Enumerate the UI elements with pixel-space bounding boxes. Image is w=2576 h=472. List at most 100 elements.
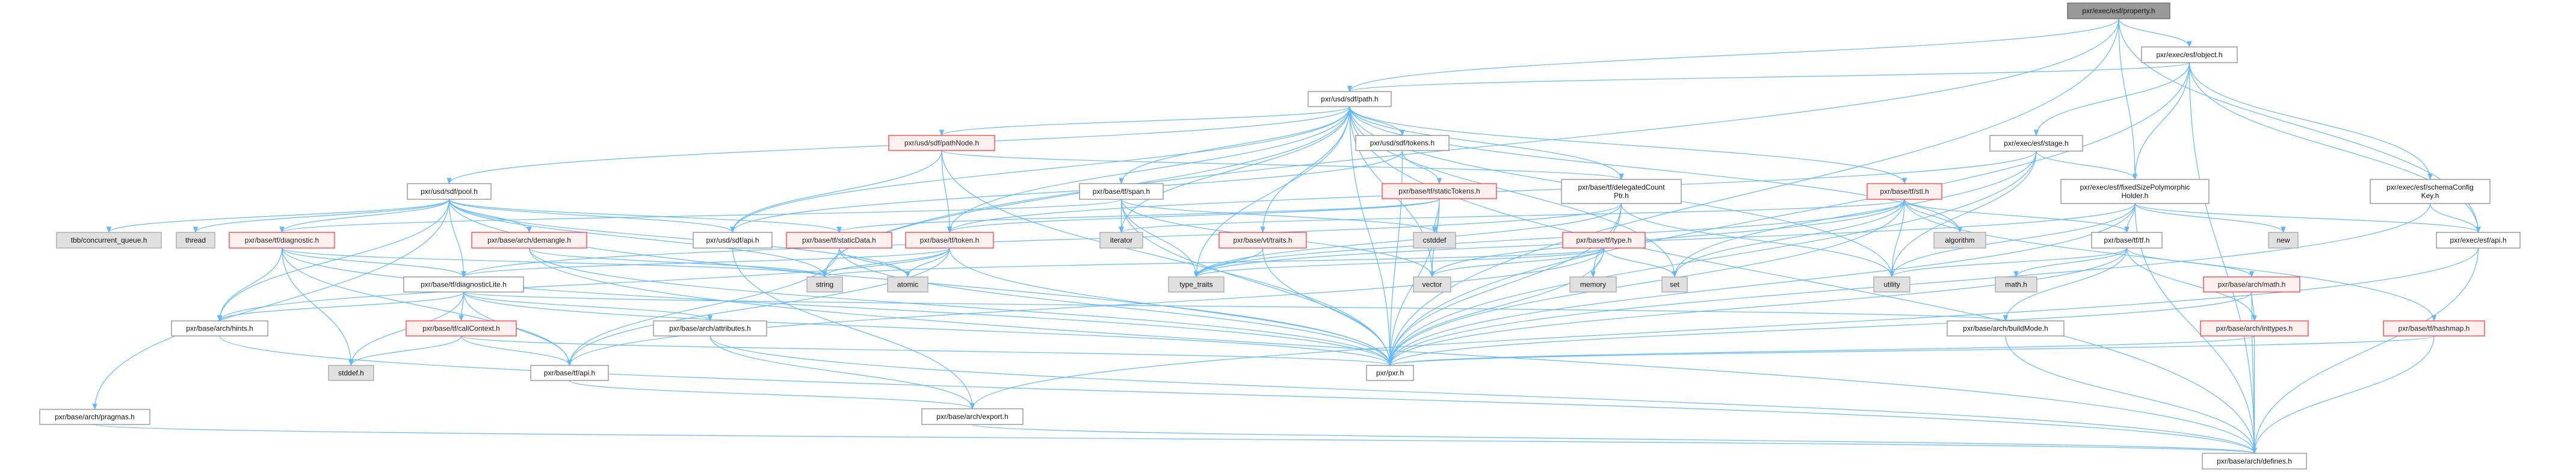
node-export[interactable]: pxr/base/arch/export.h — [921, 408, 1024, 425]
node-atomic[interactable]: atomic — [887, 276, 928, 293]
node-stddef[interactable]: stddef.h — [328, 365, 374, 381]
edge-token-to-pxr — [949, 247, 1393, 367]
edge-diagnostic-to-stddef — [281, 247, 354, 367]
node-tokens[interactable]: pxr/usd/sdf/tokens.h — [1355, 135, 1450, 151]
node-box — [2091, 232, 2163, 249]
node-algorithm[interactable]: algorithm — [1933, 232, 1986, 249]
edge-pool-to-pragmas — [92, 199, 450, 411]
edge-pool-to-diagnostic — [279, 199, 450, 234]
node-box — [471, 232, 587, 249]
node-label: pxr/usd/sdf/path.h — [1321, 95, 1378, 104]
edge-pool-to-diagLite — [448, 199, 466, 278]
edge-tfApi-to-export — [569, 380, 975, 410]
node-attributes[interactable]: pxr/base/arch/attributes.h — [653, 320, 767, 337]
edge-pool-to-string — [448, 199, 827, 278]
node-box — [693, 232, 773, 249]
node-vtTraits[interactable]: pxr/base/vt/traits.h — [1219, 232, 1307, 249]
node-box — [2436, 232, 2521, 249]
edge-span-to-diagnostic — [279, 199, 1122, 234]
edge-path-to-delegated — [1349, 106, 1624, 181]
node-label: thread — [185, 236, 206, 244]
node-archMath[interactable]: pxr/base/arch/math.h — [2203, 276, 2300, 293]
edge-type-to-string — [822, 247, 1605, 278]
edge-tokens-to-sdfApi — [730, 150, 1403, 234]
node-sdfApi[interactable]: pxr/usd/sdf/api.h — [693, 232, 773, 249]
node-typeTraits[interactable]: type_traits — [1168, 276, 1225, 293]
node-tbb[interactable]: tbb/concurrent_queue.h — [56, 232, 162, 249]
node-label: pxr/base/tf/span.h — [1093, 187, 1150, 196]
edge-stl-to-algorithm — [1904, 199, 1963, 234]
node-new[interactable]: new — [2268, 232, 2299, 249]
node-pragmas[interactable]: pxr/base/arch/pragmas.h — [39, 409, 150, 425]
node-hashmap[interactable]: pxr/base/tf/hashmap.h — [2383, 320, 2485, 337]
node-label: vector — [1422, 281, 1442, 289]
node-box — [653, 320, 767, 337]
edge-path-to-iterator — [1119, 106, 1350, 234]
node-buildMode[interactable]: pxr/base/arch/buildMode.h — [1947, 320, 2065, 337]
edge-stl-to-vector — [1429, 199, 1905, 278]
node-diagLite[interactable]: pxr/base/tf/diagnosticLite.h — [403, 276, 524, 293]
node-iterator[interactable]: iterator — [1099, 232, 1143, 249]
node-pathNode[interactable]: pxr/usd/sdf/pathNode.h — [888, 135, 995, 151]
node-object[interactable]: pxr/exec/esf/object.h — [2141, 46, 2238, 63]
node-esfApi[interactable]: pxr/exec/esf/api.h — [2436, 232, 2521, 249]
node-stage[interactable]: pxr/exec/esf/stage.h — [1989, 135, 2083, 152]
node-set[interactable]: set — [1661, 276, 1688, 293]
edge-pathNode-to-delegated — [941, 150, 1624, 181]
edge-fixedSize-to-defines — [2134, 203, 2257, 455]
edge-diagnostic-to-hints — [217, 247, 283, 322]
node-demangle[interactable]: pxr/base/arch/demangle.h — [471, 232, 587, 249]
node-fixedSize[interactable]: pxr/exec/esf/fixedSizePolymorphicHolder.… — [2060, 179, 2210, 204]
node-inttypes[interactable]: pxr/base/arch/inttypes.h — [2200, 320, 2309, 337]
edge-path-to-stl — [1349, 106, 1907, 185]
node-label: pxr/base/arch/demangle.h — [487, 236, 571, 244]
node-box — [1355, 135, 1450, 151]
node-staticData[interactable]: pxr/base/tf/staticData.h — [786, 232, 892, 249]
node-property[interactable]: pxr/exec/esf/property.h — [2067, 2, 2170, 19]
edge-sdfApi-to-export — [732, 247, 975, 410]
edge-object-to-pxr — [1387, 62, 2190, 367]
node-string[interactable]: string — [806, 276, 843, 293]
node-box — [806, 276, 843, 293]
edge-path-to-tokens — [1349, 106, 1405, 137]
node-vector[interactable]: vector — [1413, 276, 1451, 293]
node-label: atomic — [897, 281, 918, 289]
node-tfh[interactable]: pxr/base/tf/tf.h — [2091, 232, 2163, 249]
node-mathh[interactable]: math.h — [1995, 276, 2037, 293]
node-token[interactable]: pxr/base/tf/token.h — [905, 232, 994, 249]
node-thread[interactable]: thread — [176, 232, 215, 249]
edge-pool-to-atomic — [448, 199, 910, 278]
node-cstddef[interactable]: cstddef — [1413, 232, 1456, 249]
edge-stage-to-fixedSize — [2036, 151, 2138, 181]
node-box — [921, 408, 1024, 425]
node-box — [888, 135, 995, 151]
node-box — [1382, 183, 1497, 199]
node-hints[interactable]: pxr/base/arch/hints.h — [171, 320, 268, 337]
node-label: pxr/base/tf/staticData.h — [802, 236, 876, 244]
node-box — [2268, 232, 2299, 249]
node-utility[interactable]: utility — [1873, 276, 1910, 293]
edge-hints-to-defines — [219, 335, 2257, 455]
edge-demangle-to-pxr — [528, 247, 1393, 367]
node-callContext[interactable]: pxr/base/tf/callContext.h — [406, 320, 517, 337]
node-stl[interactable]: pxr/base/tf/stl.h — [1867, 183, 1942, 200]
node-type[interactable]: pxr/base/tf/type.h — [1562, 232, 1646, 249]
node-label: pxr/usd/sdf/api.h — [706, 236, 759, 244]
node-staticTokens[interactable]: pxr/base/tf/staticTokens.h — [1382, 183, 1497, 199]
node-diagnostic[interactable]: pxr/base/tf/diagnostic.h — [229, 232, 335, 249]
edge-attributes-to-export — [709, 335, 975, 410]
node-memory[interactable]: memory — [1569, 276, 1617, 293]
edge-property-to-pxr — [1387, 18, 2119, 367]
node-path[interactable]: pxr/usd/sdf/path.h — [1308, 91, 1392, 107]
node-defines[interactable]: pxr/base/arch/defines.h — [2202, 453, 2307, 470]
node-pxr[interactable]: pxr/pxr.h — [1366, 365, 1414, 381]
node-tfApi[interactable]: pxr/base/tf/api.h — [530, 365, 609, 381]
edge-diagnostic-to-pxr — [281, 247, 1393, 367]
node-span[interactable]: pxr/base/tf/span.h — [1079, 183, 1164, 200]
node-label: pxr/base/tf/hashmap.h — [2398, 324, 2470, 333]
node-box — [1099, 232, 1143, 249]
node-pool[interactable]: pxr/usd/sdf/pool.h — [407, 183, 492, 200]
node-box — [2060, 179, 2210, 204]
